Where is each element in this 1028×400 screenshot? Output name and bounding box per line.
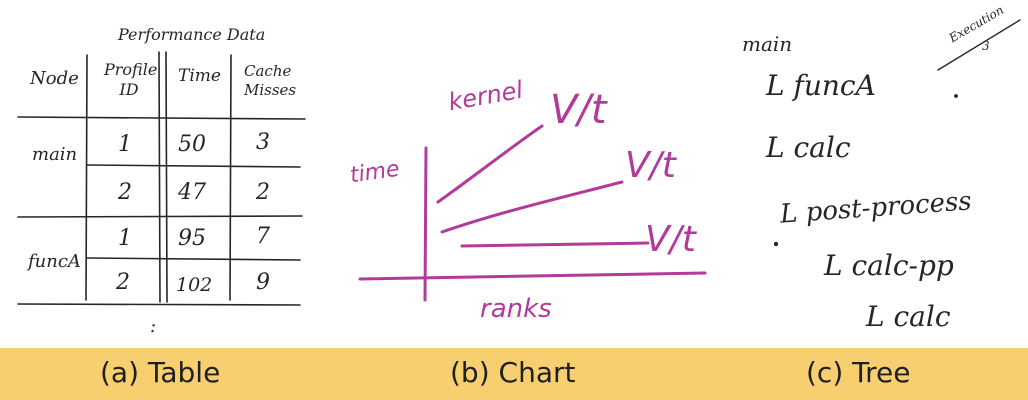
header-node: Node [30, 68, 79, 89]
table-cell-time: 102 [176, 274, 213, 296]
table-rule-v4 [229, 54, 232, 301]
x-axis-label: ranks [480, 294, 552, 324]
corner-stroke [937, 19, 1021, 71]
table-cell-cache-misses: 9 [256, 270, 270, 295]
table-cell-cache-misses: 3 [256, 130, 270, 155]
series-line [440, 180, 624, 234]
table-rule-v1 [85, 54, 88, 301]
line-label: V/t [625, 145, 676, 186]
tree-node: L calc [866, 300, 951, 333]
table-cell-time: 95 [178, 226, 206, 251]
tree-dot [773, 241, 779, 247]
x-axis [358, 271, 707, 281]
series-line [436, 124, 544, 204]
table-cell-profile-id: 1 [118, 132, 132, 157]
table-rule-h-2 [17, 215, 303, 218]
caption-chart: (b) Chart [450, 356, 576, 389]
table-rule-h-3 [86, 257, 301, 261]
chart-sketch [358, 124, 707, 302]
table-cell-cache-misses: 2 [256, 180, 270, 205]
table-cell-node: funcA [28, 251, 81, 272]
chart-panel: kernel V/t V/t V/t time ranks [330, 0, 720, 348]
table-cell-profile-id: 2 [118, 180, 132, 205]
table-title: Performance Data [118, 25, 266, 44]
tree-node: L calc-pp [824, 249, 954, 282]
tree-corner-mark [773, 19, 1021, 247]
header-cache-misses: Cache Misses [244, 62, 297, 99]
corner-number: 3 [982, 39, 990, 53]
tree-node: L calc [766, 131, 851, 164]
table-cell-node: main [32, 144, 78, 165]
table-cell-time: 50 [178, 132, 206, 157]
header-time: Time [178, 66, 221, 86]
table-rule-h-header [17, 116, 306, 120]
table-cell-cache-misses: 7 [256, 224, 270, 249]
tree-root: main [742, 32, 793, 56]
table-cell-profile-id: 1 [118, 226, 132, 251]
series-line [460, 241, 650, 248]
y-axis [423, 146, 428, 302]
line-label: V/t [550, 87, 607, 133]
caption-table: (a) Table [100, 356, 221, 389]
line-label: V/t [645, 219, 696, 260]
caption-tree: (c) Tree [806, 356, 911, 389]
tree-node: L funcA [766, 69, 876, 102]
table-panel: Performance Data Node Profile ID Time Ca… [0, 0, 320, 348]
header-profile-id: Profile ID [104, 60, 158, 99]
table-rule-v3 [165, 51, 168, 303]
table-cell-profile-id: 2 [116, 270, 130, 295]
corner-dot [954, 94, 958, 98]
caption-bar: (a) Table (b) Chart (c) Tree [0, 348, 1028, 400]
table-rule-h-1 [86, 164, 301, 168]
tree-panel: Execution 3 main L funcA L calc L post-p… [720, 0, 1028, 348]
table-rule-v2 [158, 51, 161, 303]
table-rule-h-4 [17, 303, 301, 306]
table-grid [17, 51, 306, 306]
table-continuation: : [150, 316, 157, 337]
table-cell-time: 47 [178, 180, 206, 205]
